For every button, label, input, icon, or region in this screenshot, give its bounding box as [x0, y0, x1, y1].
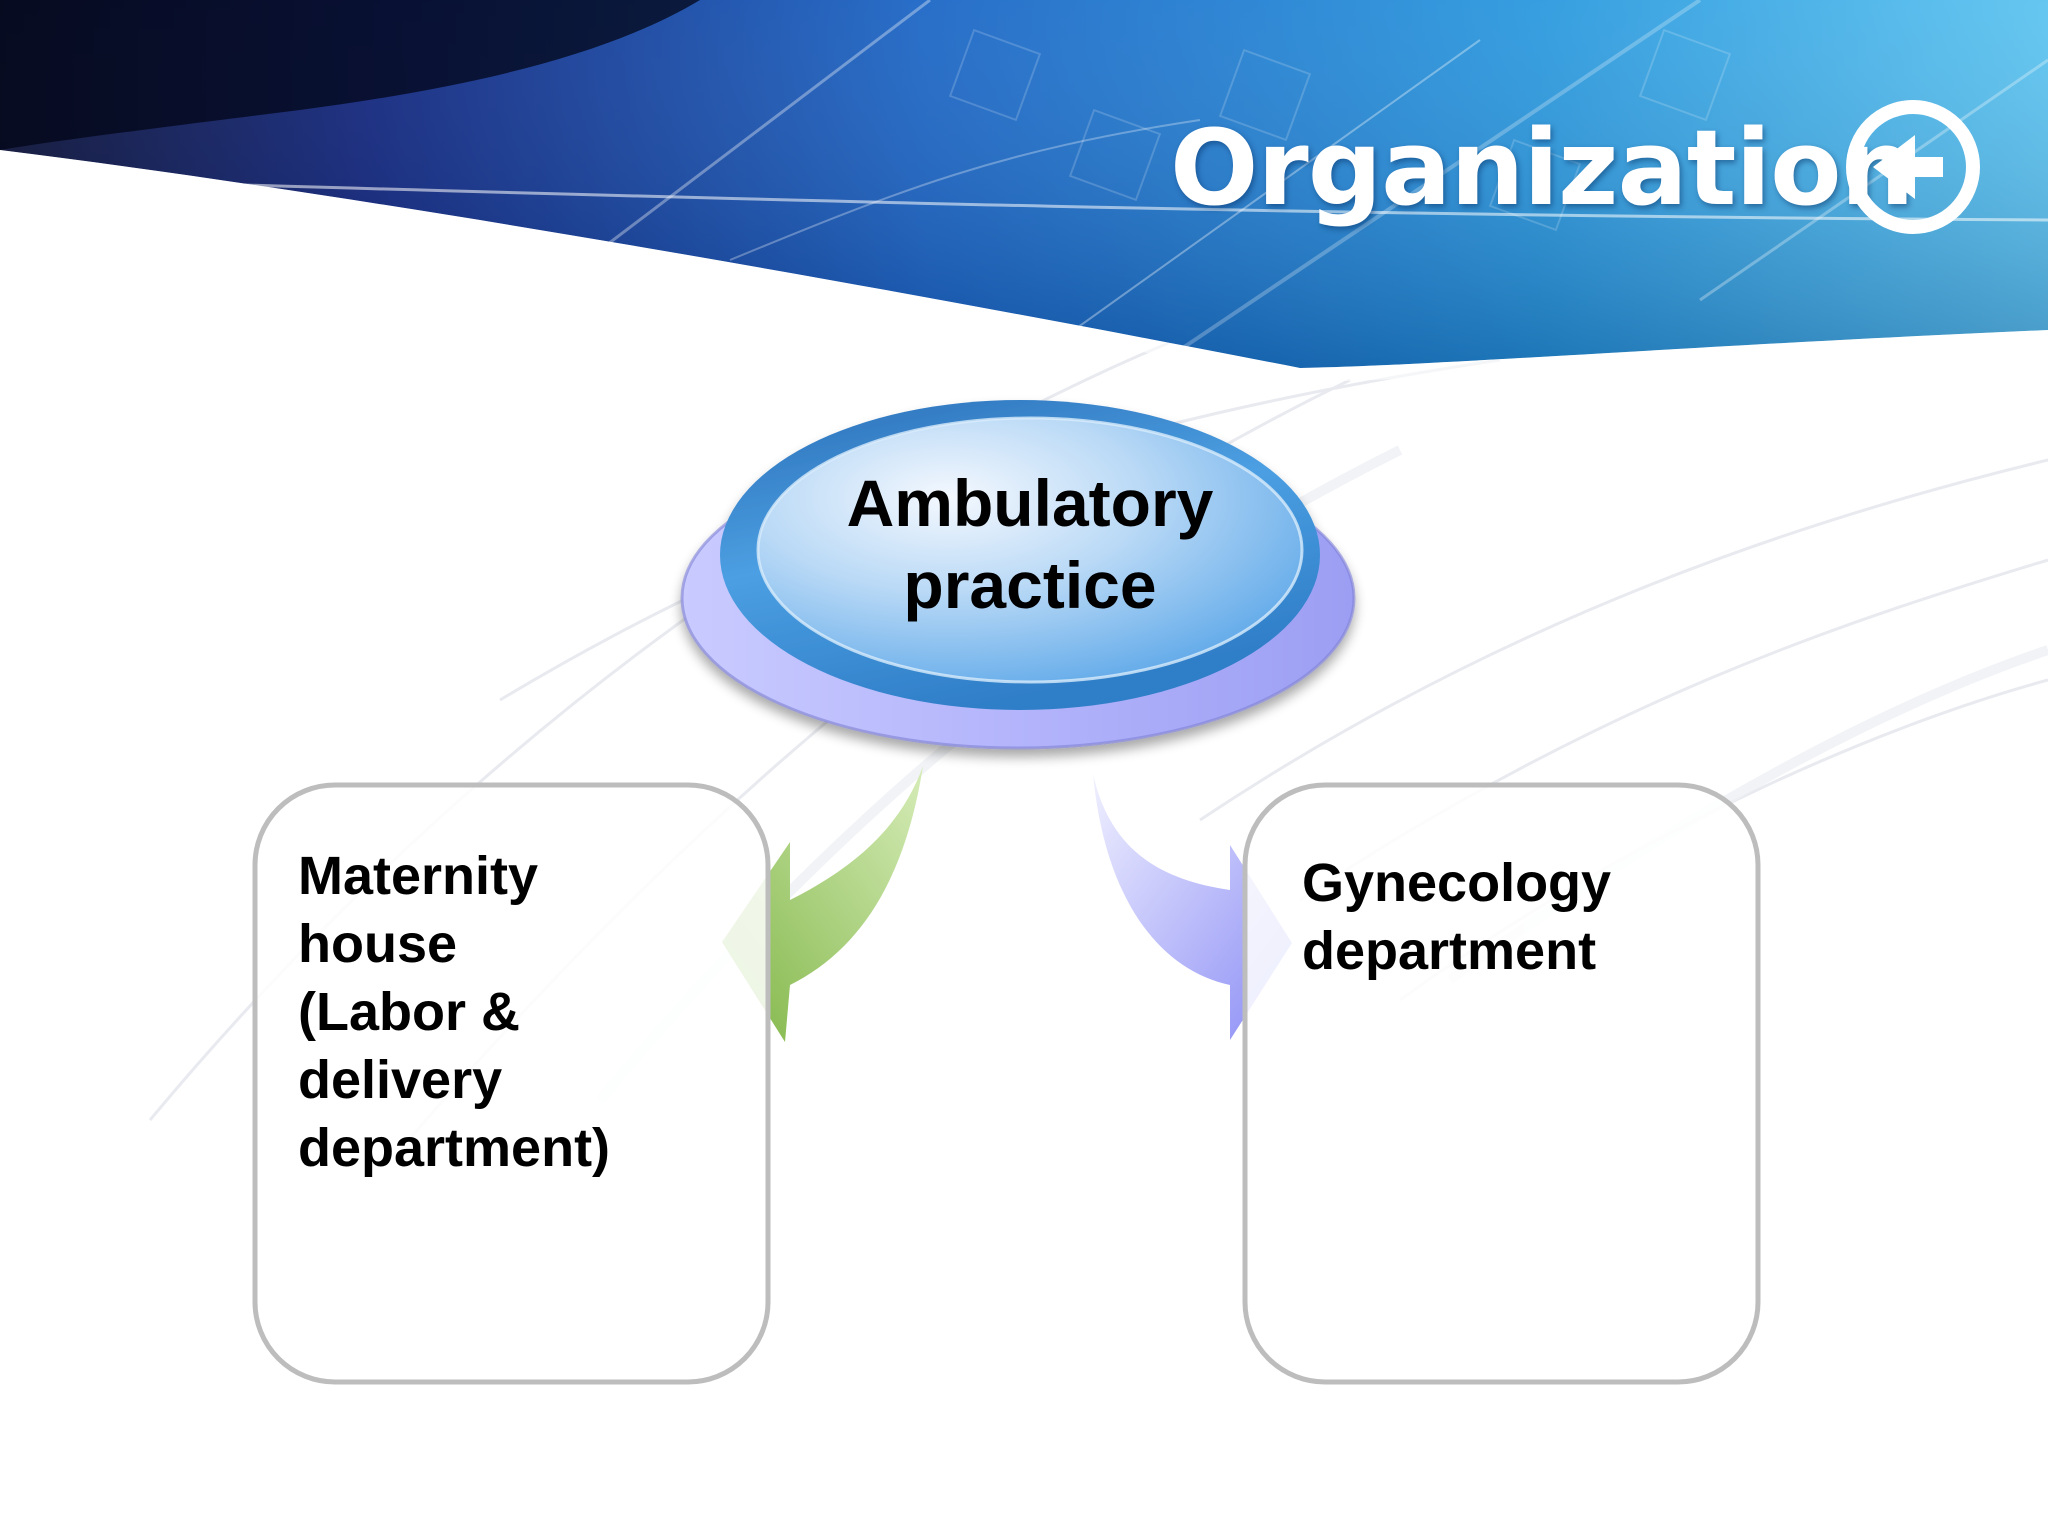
slide-title: Organization: [1170, 107, 1915, 229]
back-button[interactable]: [1843, 97, 1983, 237]
left-connector-arrow: [722, 766, 923, 1042]
right-child-box: [1242, 782, 1761, 1385]
right-box-label: Gynecology department: [1302, 853, 1612, 981]
top-node-label: Ambulatory practice: [846, 466, 1214, 622]
right-connector-arrow: [1093, 774, 1292, 1040]
left-child-box: [252, 782, 771, 1385]
top-node-disc: [680, 400, 1356, 750]
header-banner: [0, 0, 2048, 382]
arrow-left-circle-icon: [1846, 100, 1980, 234]
left-box-label: Maternity house (Labor & delivery depart…: [298, 846, 611, 1178]
